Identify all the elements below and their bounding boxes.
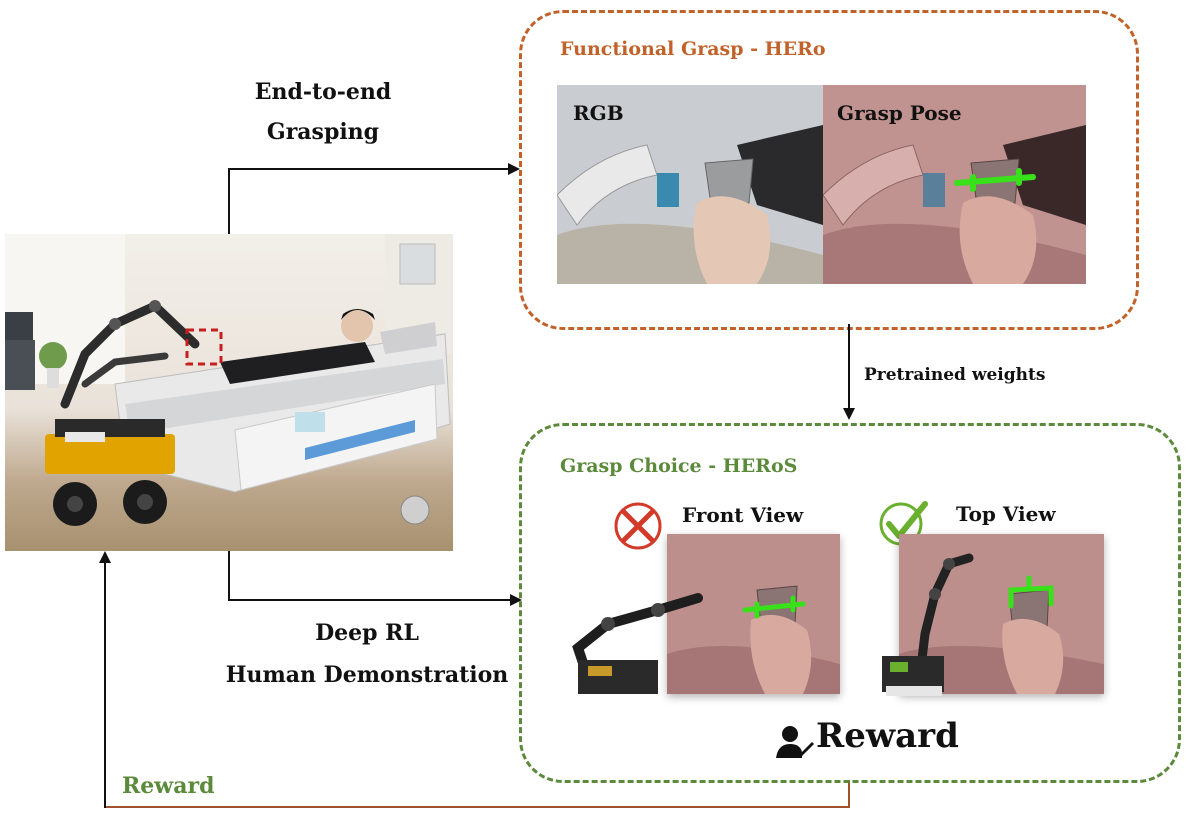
- grasp-pose-marker: [954, 168, 1036, 192]
- end-to-end-label: End-to-end Grasping: [230, 72, 416, 152]
- pretrained-connector: [848, 324, 850, 410]
- top-view-label: Top View: [956, 502, 1056, 526]
- pretrained-weights-label: Pretrained weights: [864, 365, 1046, 385]
- end-to-end-line1: End-to-end: [254, 79, 392, 105]
- arrow-up-to-robot: [99, 551, 111, 563]
- reward-loop-right: [848, 780, 850, 808]
- reward-loop-bottom: [104, 806, 850, 808]
- reward-feedback-label: Reward: [122, 773, 215, 799]
- arrow-to-grasp-choice-top: [843, 408, 855, 420]
- functional-grasp-box: [519, 10, 1139, 330]
- reward-loop-left: [104, 562, 106, 808]
- reward-label: Reward: [816, 716, 959, 756]
- end-to-end-line2: Grasping: [266, 119, 380, 145]
- rgb-label: RGB: [573, 101, 624, 125]
- connector-top-vertical: [228, 168, 230, 234]
- front-view-robot-arm: [572, 593, 703, 694]
- human-feedback-icon: [776, 726, 814, 758]
- grasp-pose-label: Grasp Pose: [837, 101, 962, 125]
- reject-x-icon: [614, 502, 662, 550]
- grasp-choice-title: Grasp Choice - HERoS: [560, 455, 798, 477]
- arrow-to-functional-grasp: [508, 163, 520, 175]
- functional-grasp-title: Functional Grasp - HERo: [560, 38, 826, 60]
- deep-rl-line1: Deep RL: [315, 620, 419, 646]
- deep-rl-label: Deep RL Human Demonstration: [218, 612, 516, 696]
- front-view-label: Front View: [682, 503, 804, 527]
- connector-bottom-horizontal: [228, 599, 510, 601]
- front-view-scene: [667, 534, 840, 694]
- front-grasp-marker: [742, 595, 806, 619]
- grasp-pose-panel: Grasp Pose: [823, 85, 1086, 284]
- front-view-image: [667, 534, 840, 694]
- grasp-choice-box: [519, 423, 1181, 783]
- deep-rl-line2: Human Demonstration: [225, 662, 509, 688]
- robot-scene-photo: [5, 234, 453, 551]
- target-highlight-box: [185, 328, 223, 366]
- connector-bottom-vertical: [228, 551, 230, 601]
- rgb-image-panel: RGB: [557, 85, 823, 284]
- grasp-pose-scene: [823, 85, 1086, 284]
- connector-top-horizontal: [228, 168, 508, 170]
- rgb-scene: [557, 85, 823, 284]
- robot-scene-illustration: [5, 234, 453, 526]
- top-view-robot-base: [882, 656, 944, 696]
- top-grasp-marker: [1008, 575, 1054, 609]
